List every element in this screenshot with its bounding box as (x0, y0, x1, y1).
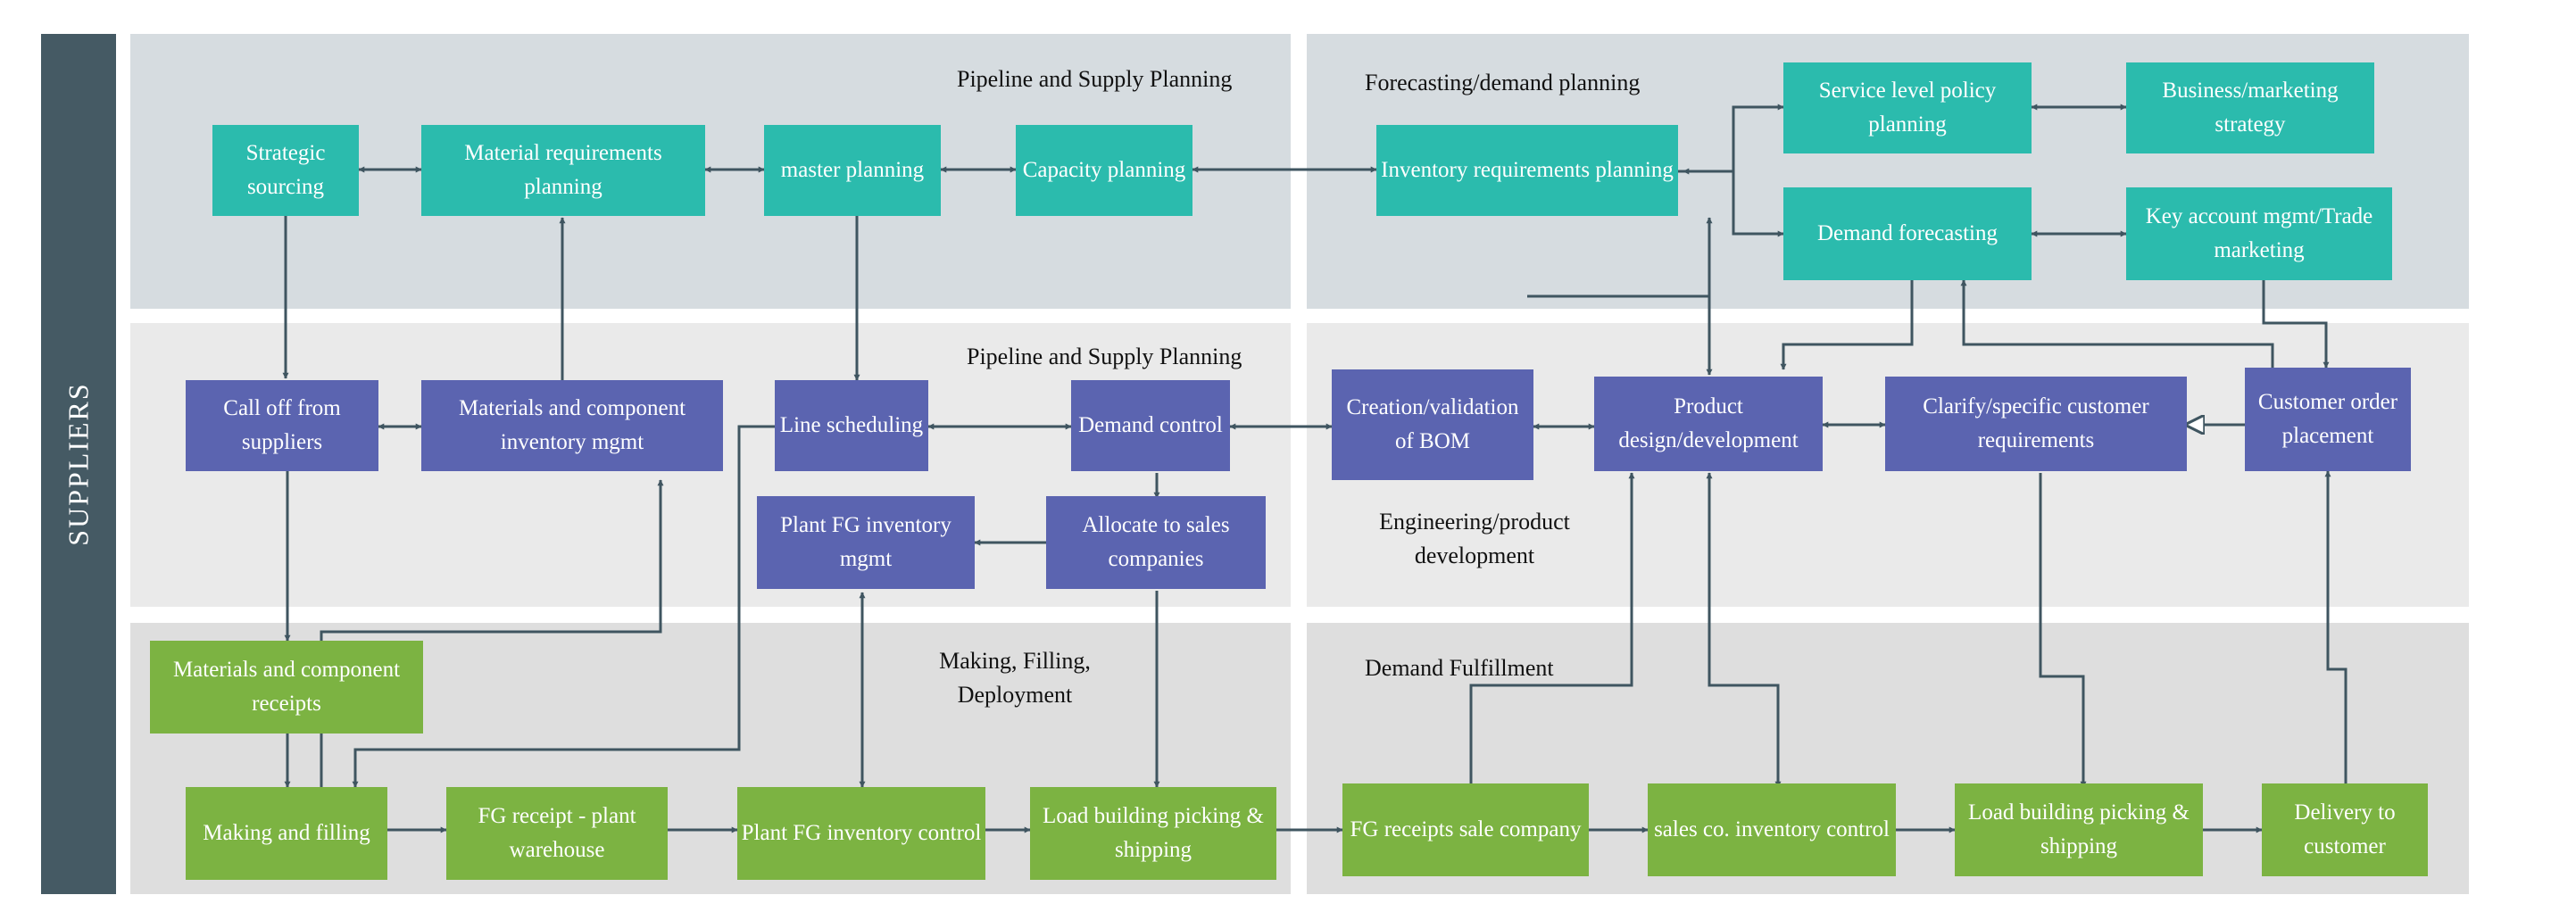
edge-salesinv-product (1706, 472, 1782, 788)
edge-customerorder-forecast (1960, 279, 2274, 368)
node-fg-receipts-sale-company: FG receipts sale company (1342, 783, 1589, 876)
edge-delivery-customerorder (2324, 470, 2347, 783)
edge-inventoryreq-product-down (1527, 294, 1713, 376)
edge-making-materialsinv (320, 479, 664, 787)
node-plant-fg-inventory-control: Plant FG inventory control (737, 787, 985, 880)
node-materials-component-inventory: Materials and component inventory mgmt (421, 380, 723, 471)
section-title-fulfillment: Demand Fulfillment (1365, 655, 1554, 681)
node-inventory-requirements-planning: Inventory requirements planning (1376, 125, 1678, 216)
edge-fgreceipts-product (1469, 472, 1635, 783)
node-allocate-to-sales-companies: Allocate to sales companies (1046, 496, 1266, 589)
section-title-pipeline-top: Pipeline and Supply Planning (957, 66, 1233, 92)
node-material-requirements-planning: Material requirements planning (421, 125, 705, 216)
node-service-level-policy-planning: Service level policy planning (1783, 62, 2032, 153)
node-strategic-sourcing: Strategic sourcing (212, 125, 359, 216)
node-materials-component-receipts: Materials and component receipts (150, 641, 423, 734)
node-customer-order-placement: Customer order placement (2245, 368, 2411, 471)
node-demand-forecasting: Demand forecasting (1783, 187, 2032, 280)
edge-keyaccount-customerorder (2262, 280, 2330, 369)
node-creation-validation-bom: Creation/validation of BOM (1332, 369, 1533, 480)
node-load-building-sales: Load building picking & shipping (1955, 783, 2203, 876)
edge-clarify-loadbuilding2 (2039, 473, 2087, 788)
suppliers-sidebar: SUPPLIERS (41, 34, 116, 894)
node-sales-co-inventory-control: sales co. inventory control (1648, 783, 1896, 876)
node-call-off-from-suppliers: Call off from suppliers (186, 380, 378, 471)
section-title-pipeline-mid: Pipeline and Supply Planning (967, 344, 1242, 369)
node-plant-fg-inventory-mgmt: Plant FG inventory mgmt (757, 496, 975, 589)
node-key-account-mgmt: Key account mgmt/Trade marketing (2126, 187, 2392, 280)
node-product-design-development: Product design/development (1594, 377, 1823, 471)
node-fg-receipt-plant-warehouse: FG receipt - plant warehouse (446, 787, 668, 880)
node-load-building-plant: Load building picking & shipping (1030, 787, 1276, 880)
node-business-marketing-strategy: Business/marketing strategy (2126, 62, 2374, 153)
edge-inventory-req-service (1678, 104, 1784, 173)
node-demand-control: Demand control (1071, 380, 1230, 471)
node-capacity-planning: Capacity planning (1016, 125, 1192, 216)
edge-inventory-req-forecast (1732, 171, 1784, 237)
node-master-planning: master planning (764, 125, 941, 216)
section-title-engineering: Engineering/product development (1379, 509, 1570, 568)
node-making-and-filling: Making and filling (186, 787, 387, 880)
edge-forecast-product (1780, 280, 1914, 370)
node-line-scheduling: Line scheduling (775, 380, 928, 471)
section-title-making: Making, Filling, Deployment (939, 648, 1091, 708)
node-clarify-customer-requirements: Clarify/specific customer requirements (1885, 377, 2187, 471)
edge-line-making (352, 425, 775, 788)
section-title-forecasting: Forecasting/demand planning (1365, 70, 1641, 95)
node-delivery-to-customer: Delivery to customer (2262, 783, 2428, 876)
